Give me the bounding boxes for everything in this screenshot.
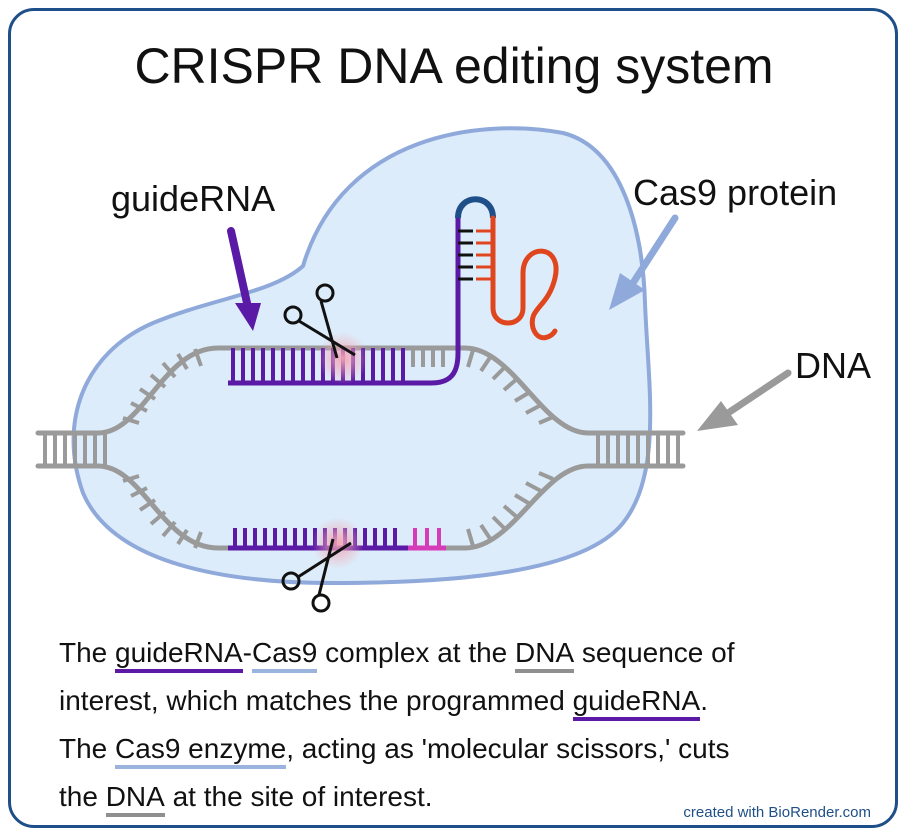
guide-rna-term: guideRNA [572,677,700,725]
diagram-frame: CRISPR DNA editing system [8,8,898,828]
cut-site-glow-top [317,332,369,384]
caption-line: the DNA at the site of interest. [59,773,895,821]
guide-rna-label: guideRNA [111,178,275,219]
cas9-term: Cas9 [252,629,318,677]
scissors-icon [281,538,352,613]
biorender-credit: created with BioRender.com [683,804,871,821]
dna-term: DNA [105,773,165,821]
caption-line: interest, which matches the programmed g… [59,677,895,725]
dna-label: DNA [795,345,871,386]
arrow-icon [697,369,792,431]
dna-term: DNA [515,629,575,677]
caption: The guideRNA-Cas9 complex at the DNA seq… [59,629,895,821]
arrow-icon [227,227,261,331]
arrow-icon [609,214,679,310]
cas9-enzyme-term: Cas9 enzyme [115,725,287,773]
rna-tail [490,215,559,341]
crispr-diagram: CRISPR DNA editing system [35,38,871,613]
guide-rna-term: guideRNA [115,629,243,677]
caption-line: The guideRNA-Cas9 complex at the DNA seq… [59,629,895,677]
diagram-title: CRISPR DNA editing system [134,38,773,94]
cas9-label: Cas9 protein [633,172,837,213]
dna-rungs [43,348,680,549]
scissors-icon [283,283,356,359]
cut-site-glow-bottom [312,517,364,569]
caption-line: The Cas9 enzyme, acting as 'molecular sc… [59,725,895,773]
